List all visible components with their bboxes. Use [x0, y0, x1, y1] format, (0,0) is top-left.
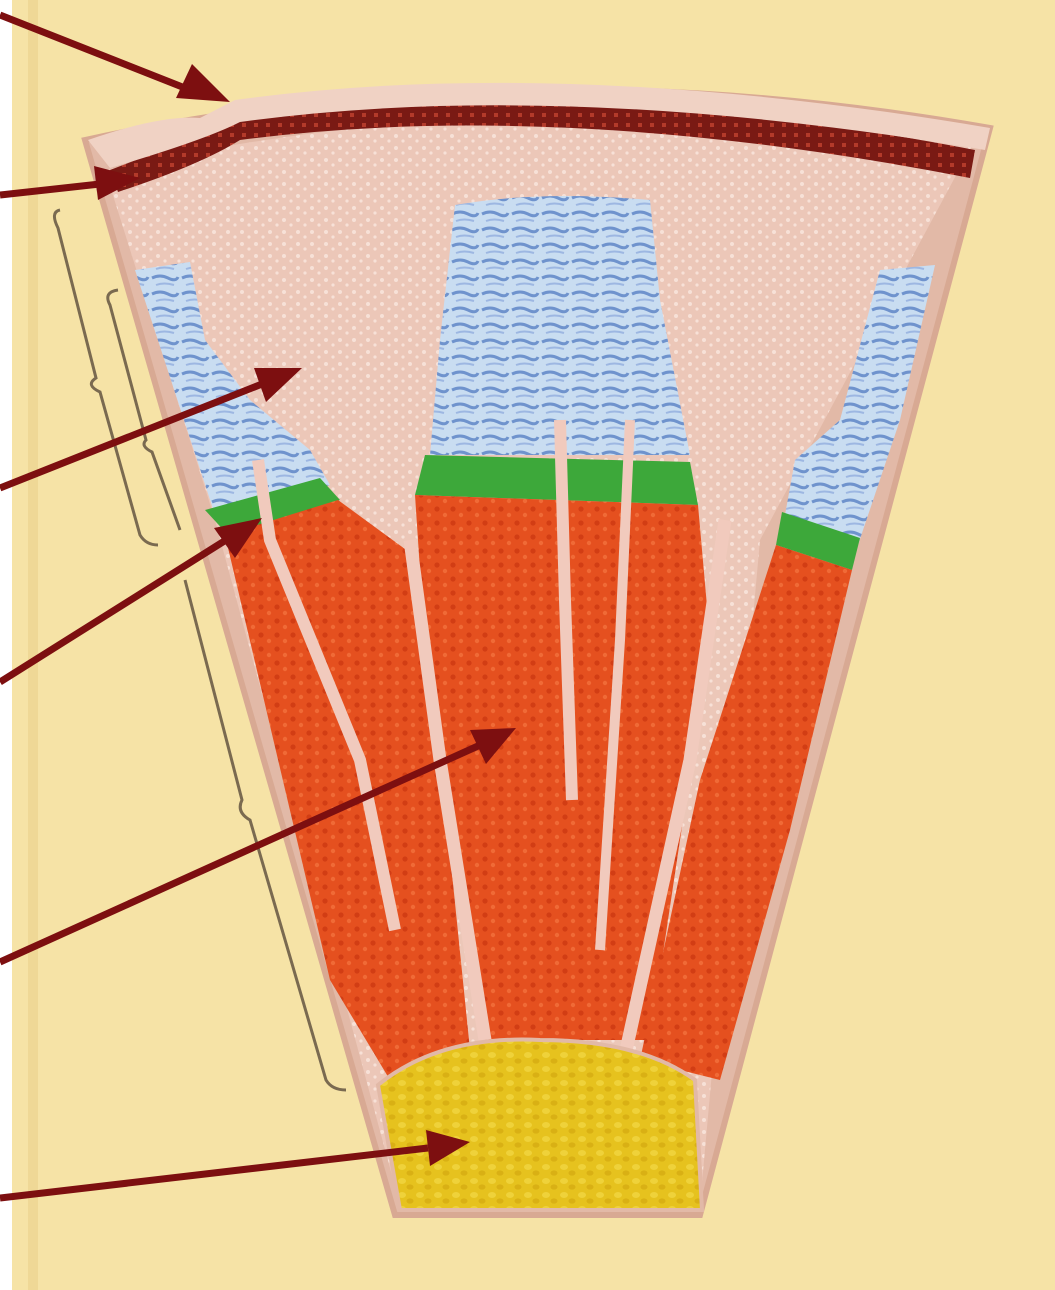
blue-region-center	[430, 196, 690, 455]
yellow-base	[378, 1040, 702, 1210]
